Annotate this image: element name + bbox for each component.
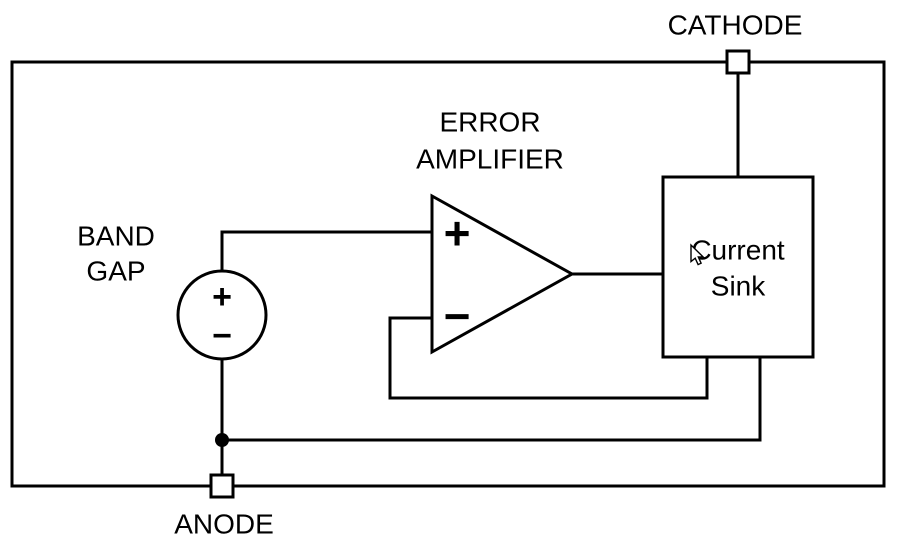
anode-terminal-pad <box>209 473 235 499</box>
opamp-minus-input-symbol: − <box>444 290 471 342</box>
wire-bandgap-to-opamp-plus <box>220 230 432 271</box>
error-amplifier-opamp-triangle <box>430 193 576 355</box>
cathode-terminal-label: CATHODE <box>668 10 803 41</box>
bandgap-voltage-source-circle <box>176 269 268 361</box>
bandgap-label-line1: BAND <box>77 221 155 252</box>
error-amplifier-label-line2: AMPLIFIER <box>416 144 564 175</box>
error-amplifier-label-line1: ERROR <box>439 107 540 138</box>
wire-feedback-to-opamp-minus <box>388 316 709 400</box>
wire-anode-bus-to-current-sink <box>222 357 762 442</box>
anode-terminal-label: ANODE <box>174 509 274 540</box>
bandgap-label-line2: GAP <box>86 256 145 287</box>
source-plus-symbol: + <box>212 278 232 316</box>
opamp-plus-input-symbol: + <box>444 207 471 259</box>
cathode-terminal-pad <box>725 49 751 75</box>
mouse-cursor-icon <box>690 243 705 266</box>
current-sink-label-line2: Sink <box>711 271 766 302</box>
current-sink-block <box>661 175 815 359</box>
anode-junction-dot <box>215 433 229 447</box>
current-sink-label-line1: Current <box>691 235 785 266</box>
source-minus-symbol: − <box>212 317 232 355</box>
